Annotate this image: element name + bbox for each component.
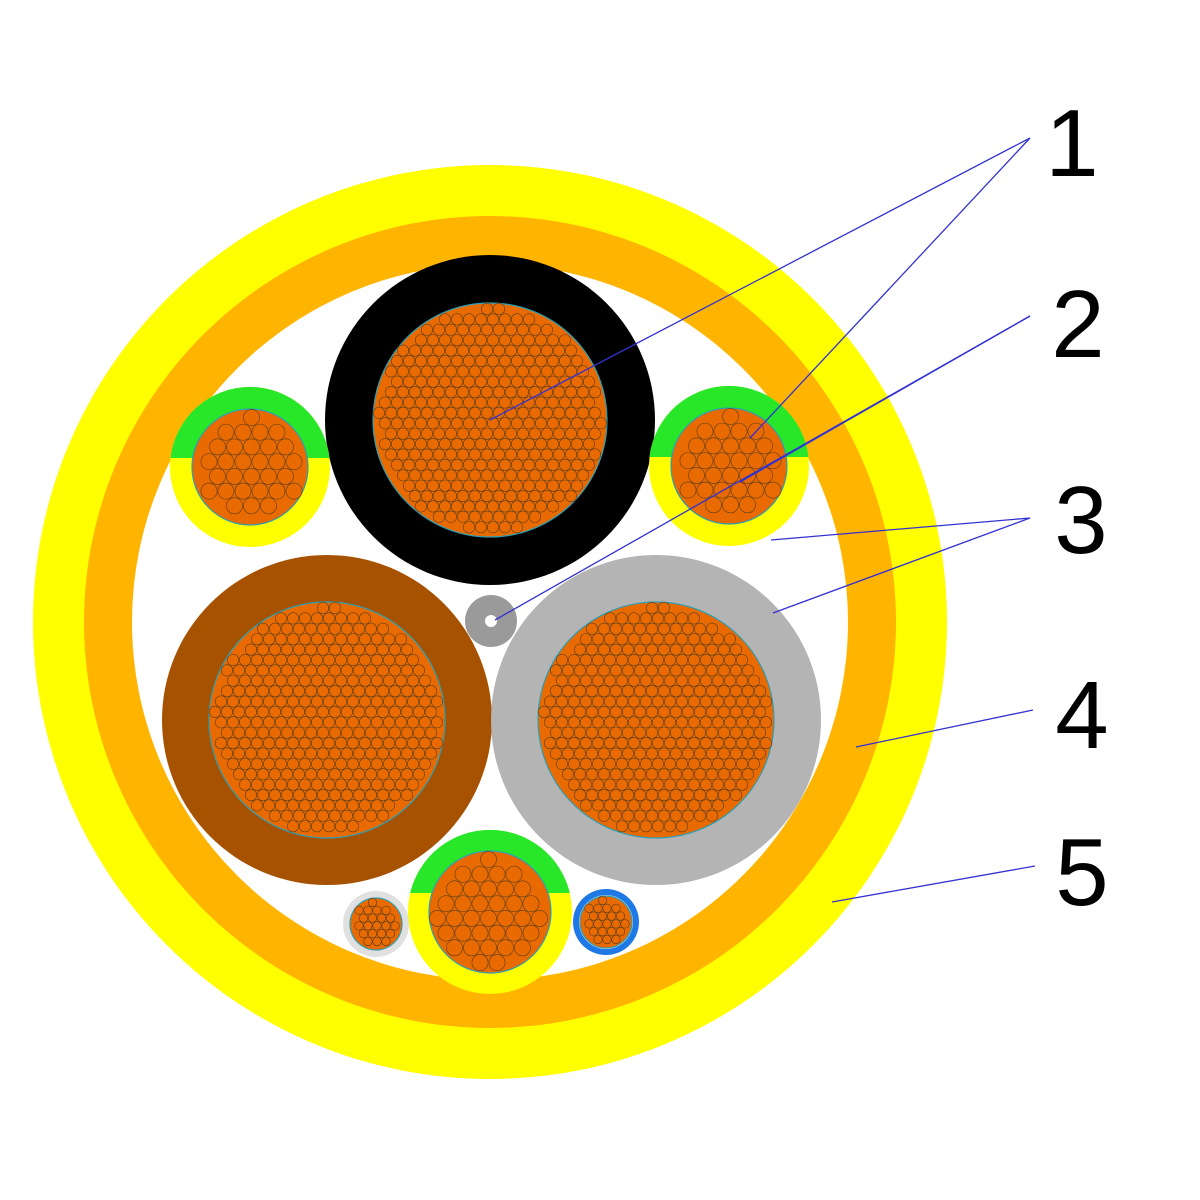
pilot-conductor bbox=[485, 615, 497, 627]
callout-1: 1 bbox=[1045, 90, 1098, 197]
power-core-grey bbox=[491, 555, 821, 885]
ground-core-bottom bbox=[408, 829, 572, 994]
leader-2-b bbox=[494, 315, 1031, 621]
callout-2: 2 bbox=[1051, 271, 1104, 378]
leader-1-a bbox=[489, 137, 1031, 421]
control-core-white bbox=[343, 891, 409, 957]
ground-core-right bbox=[649, 385, 809, 546]
ground-core-left bbox=[170, 386, 330, 547]
conductor-strands bbox=[537, 601, 775, 839]
leader-3-b bbox=[772, 517, 1031, 614]
callout-4: 4 bbox=[1055, 662, 1108, 769]
conductor-strands bbox=[579, 895, 633, 949]
callout-3: 3 bbox=[1054, 467, 1107, 574]
power-core-brown bbox=[162, 555, 492, 885]
conductor-strands bbox=[428, 850, 552, 974]
conductor-strands bbox=[670, 407, 788, 525]
leader-3-a bbox=[770, 517, 1031, 541]
leader-lines bbox=[489, 137, 1036, 903]
conductor-strands bbox=[349, 897, 403, 951]
leader-4 bbox=[855, 709, 1034, 748]
control-core-blue bbox=[573, 889, 639, 955]
conductor-strands bbox=[372, 302, 608, 538]
leader-5 bbox=[831, 865, 1036, 903]
leader-1-b bbox=[749, 137, 1031, 439]
conductor-strands bbox=[208, 601, 446, 839]
conductor-strands bbox=[191, 408, 309, 526]
pilot-core bbox=[465, 595, 517, 647]
callout-5: 5 bbox=[1055, 819, 1108, 926]
